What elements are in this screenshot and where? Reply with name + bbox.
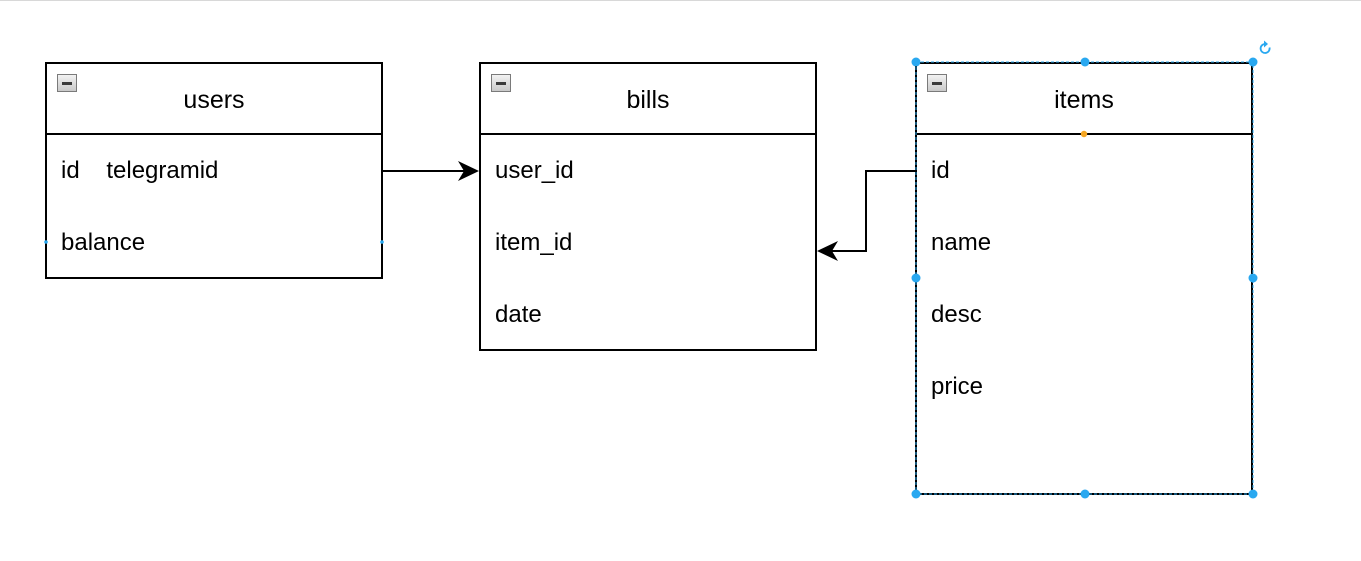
resize-handle[interactable]	[1080, 57, 1090, 67]
table-row[interactable]: id	[931, 157, 950, 184]
table-users[interactable]: users id telegramid balance	[45, 62, 383, 279]
table-title: items	[1054, 86, 1114, 114]
relation-users-bills[interactable]	[383, 161, 479, 181]
arrowhead-icon	[817, 241, 838, 261]
resize-handle[interactable]	[911, 57, 921, 67]
collapse-icon[interactable]	[927, 74, 947, 92]
collapse-icon[interactable]	[57, 74, 77, 92]
table-title: bills	[626, 86, 670, 114]
resize-handle[interactable]	[1248, 273, 1258, 283]
table-row[interactable]: price	[931, 373, 984, 400]
collapse-icon[interactable]	[491, 74, 511, 92]
resize-handle[interactable]	[1080, 489, 1090, 499]
resize-handle[interactable]	[1248, 489, 1258, 499]
table-row[interactable]: desc	[931, 301, 982, 328]
table-row[interactable]: item_id	[495, 229, 573, 256]
arrowhead-icon	[458, 161, 479, 181]
resize-handle[interactable]	[911, 489, 921, 499]
header-resize-handle[interactable]	[1080, 130, 1088, 138]
table-row[interactable]: id telegramid	[61, 157, 219, 184]
table-title: users	[183, 86, 245, 114]
rotate-icon[interactable]	[1259, 40, 1271, 54]
table-row[interactable]: date	[495, 301, 542, 328]
table-row[interactable]: balance	[61, 229, 146, 256]
connection-point[interactable]	[44, 240, 48, 244]
relation-items-bills[interactable]	[817, 170, 915, 261]
selection-box[interactable]	[911, 57, 1258, 499]
table-bills[interactable]: bills user_id item_id date	[479, 62, 817, 351]
table-row[interactable]: user_id	[495, 157, 574, 184]
table-header[interactable]: bills	[481, 64, 815, 135]
table-row[interactable]: name	[931, 229, 992, 256]
top-border	[0, 0, 1361, 1]
connection-point[interactable]	[380, 240, 384, 244]
resize-handle[interactable]	[911, 273, 921, 283]
resize-handle[interactable]	[1248, 57, 1258, 67]
table-header[interactable]: users	[47, 64, 381, 135]
